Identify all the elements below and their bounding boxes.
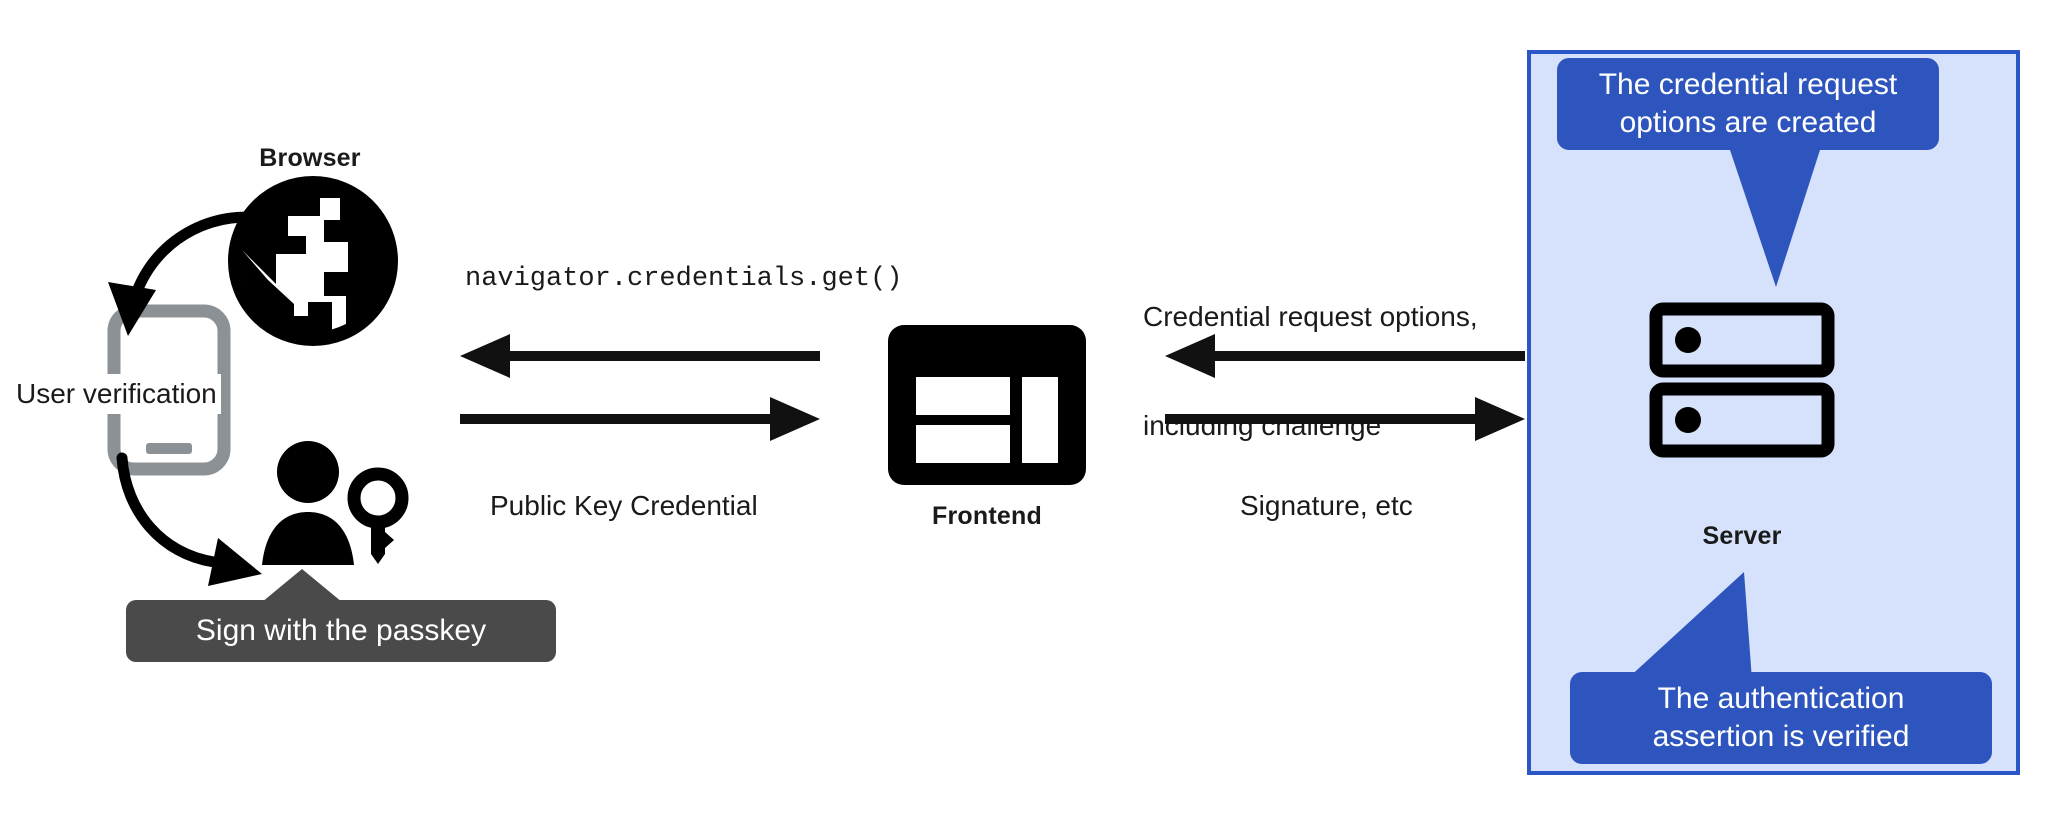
sign-with-passkey-callout: Sign with the passkey — [126, 600, 556, 662]
credential-request-callout-tail — [1730, 150, 1820, 287]
label-line-1: Credential request options, — [1143, 300, 1478, 332]
credential-request-options-label: Credential request options, including ch… — [1143, 226, 1478, 517]
callout-line-2: options are created — [1619, 106, 1877, 139]
callout-line-1: The credential request — [1598, 67, 1898, 101]
browser-label: Browser — [259, 144, 361, 172]
server-rack-icon — [1649, 302, 1835, 458]
navigator-credentials-get-label: navigator.credentials.get() — [465, 264, 903, 294]
webpage-layout-icon — [888, 325, 1086, 485]
user-verification-label: User verification — [12, 374, 221, 415]
assertion-verified-callout: The authentication assertion is verified — [1570, 672, 1992, 764]
callout-line-2: assertion is verified — [1652, 720, 1910, 753]
callout-line-1: The authentication — [1657, 681, 1905, 715]
sign-passkey-callout-tail — [256, 569, 348, 607]
server-to-frontend-arrow — [1165, 334, 1525, 378]
browser-to-phone-arrow — [108, 211, 276, 336]
frontend-to-browser-arrow — [460, 334, 820, 378]
signature-etc-label: Signature, etc — [1240, 490, 1413, 521]
frontend-to-server-arrow — [1165, 397, 1525, 441]
browser-to-frontend-arrow — [460, 397, 820, 441]
server-label: Server — [1702, 522, 1782, 550]
public-key-credential-label: Public Key Credential — [490, 490, 758, 521]
credential-request-options-callout: The credential request options are creat… — [1557, 58, 1939, 150]
globe-icon — [228, 176, 398, 346]
assertion-verified-callout-tail — [1626, 572, 1752, 680]
phone-to-user-arrow — [116, 452, 262, 586]
person-with-key-icon — [262, 441, 409, 565]
frontend-label: Frontend — [932, 502, 1042, 530]
